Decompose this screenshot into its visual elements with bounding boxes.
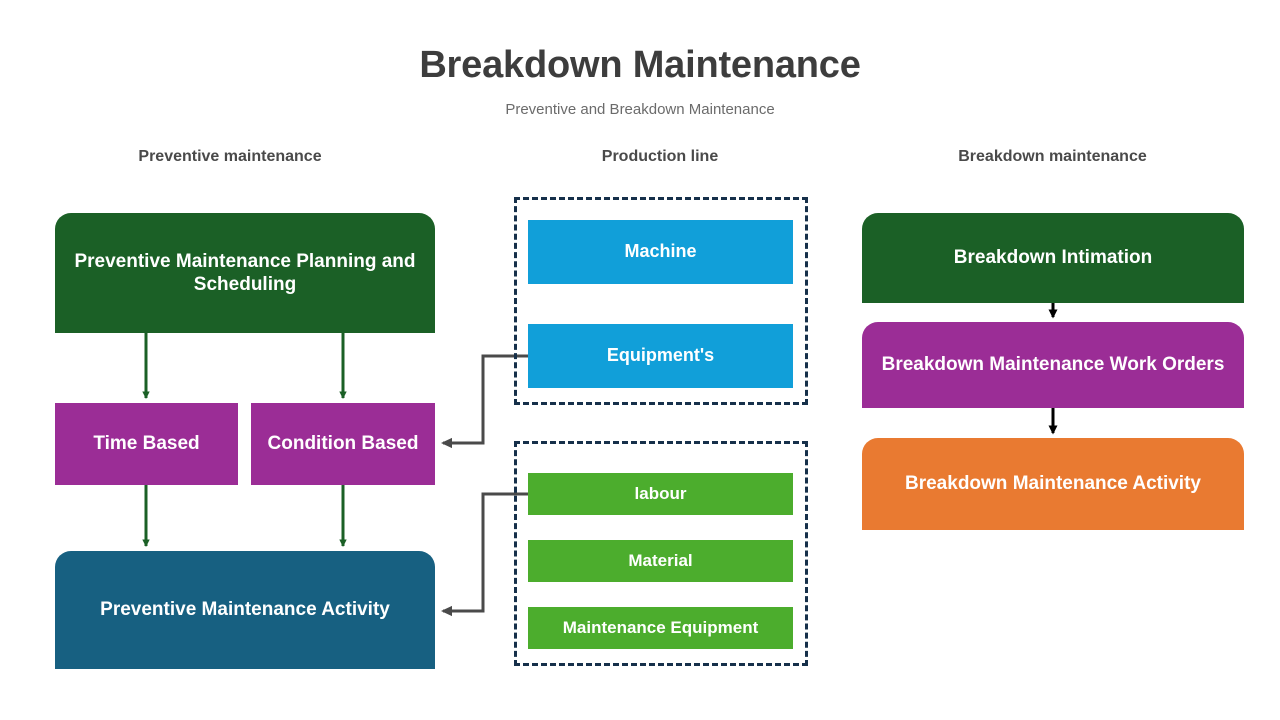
node-preventive-maintenance-activity[interactable]: Preventive Maintenance Activity xyxy=(55,551,435,669)
node-material[interactable]: Material xyxy=(528,540,793,582)
node-time-based[interactable]: Time Based xyxy=(55,403,238,485)
page-subtitle: Preventive and Breakdown Maintenance xyxy=(505,101,775,118)
node-equipments[interactable]: Equipment's xyxy=(528,324,793,388)
group-production-resources xyxy=(514,441,808,666)
group-production-assets xyxy=(514,197,808,405)
node-breakdown-maintenance-work-orders[interactable]: Breakdown Maintenance Work Orders xyxy=(862,322,1244,408)
page-title: Breakdown Maintenance xyxy=(419,44,861,86)
column-header-breakdown: Breakdown maintenance xyxy=(958,148,1147,165)
node-labour[interactable]: labour xyxy=(528,473,793,515)
node-machine[interactable]: Machine xyxy=(528,220,793,284)
node-preventive-maintenance-planning[interactable]: Preventive Maintenance Planning and Sche… xyxy=(55,213,435,333)
node-condition-based[interactable]: Condition Based xyxy=(251,403,435,485)
node-breakdown-intimation[interactable]: Breakdown Intimation xyxy=(862,213,1244,303)
node-breakdown-maintenance-activity[interactable]: Breakdown Maintenance Activity xyxy=(862,438,1244,530)
column-header-preventive: Preventive maintenance xyxy=(138,148,322,165)
node-maintenance-equipment[interactable]: Maintenance Equipment xyxy=(528,607,793,649)
column-header-production: Production line xyxy=(601,148,719,165)
